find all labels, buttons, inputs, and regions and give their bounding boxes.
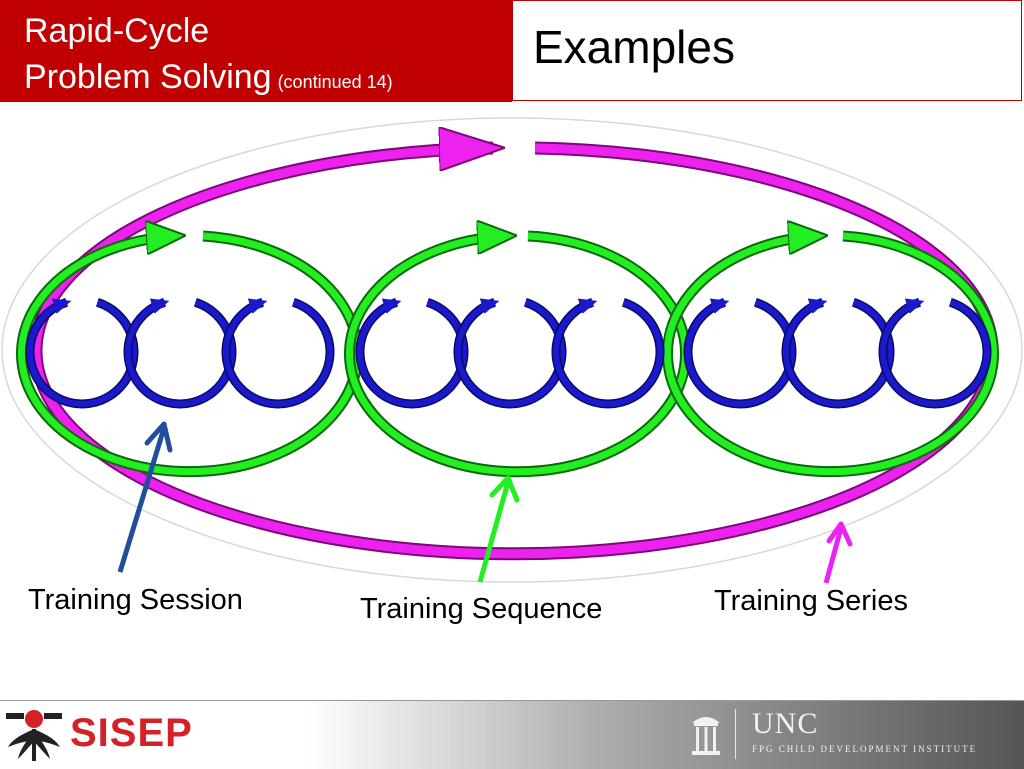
slide-title-line-2: Problem Solving(continued 14) bbox=[24, 58, 393, 101]
training-sequence-loop-2 bbox=[344, 236, 691, 478]
training-session-loop-2 bbox=[123, 298, 237, 409]
training-session-pointer bbox=[117, 421, 173, 573]
sisep-logo-text: SISEP bbox=[70, 711, 193, 755]
cycle-diagram bbox=[1, 117, 1023, 584]
label-training-session: Training Session bbox=[28, 584, 243, 616]
training-session-loop-4 bbox=[355, 298, 469, 409]
section-title-box: Examples bbox=[512, 0, 1022, 101]
training-session-loop-8 bbox=[781, 298, 895, 409]
training-session-loop-1 bbox=[25, 298, 139, 409]
sisep-logo-icon bbox=[4, 707, 64, 763]
section-title: Examples bbox=[533, 21, 735, 73]
training-session-loop-7 bbox=[683, 298, 797, 409]
slide-title-line-1: Rapid-Cycle bbox=[24, 12, 210, 50]
slide-title-main: Problem Solving bbox=[24, 58, 272, 96]
training-sequence-pointer bbox=[477, 475, 520, 583]
slide-title-block: Rapid-Cycle Problem Solving(continued 14… bbox=[0, 0, 512, 102]
training-session-loop-5 bbox=[453, 298, 567, 409]
training-series-pointer bbox=[823, 521, 853, 584]
unc-logo-text: UNC bbox=[752, 707, 819, 740]
label-training-sequence: Training Sequence bbox=[360, 593, 603, 625]
training-session-loops bbox=[25, 298, 992, 409]
training-sequence-loop-1 bbox=[16, 236, 363, 478]
training-session-loop-3 bbox=[221, 298, 335, 409]
diagram-outline-ellipse bbox=[1, 117, 1023, 583]
old-well-icon bbox=[692, 717, 720, 755]
training-session-loop-9 bbox=[878, 298, 992, 409]
slide-title-continued: (continued 14) bbox=[277, 72, 393, 92]
training-session-loop-6 bbox=[551, 298, 665, 409]
training-sequence-loop-3 bbox=[662, 236, 999, 478]
footer-logo-divider bbox=[735, 709, 736, 759]
footer-bar: SISEP UNC FPG CHILD DEVELOPMENT INSTITUT… bbox=[0, 700, 1024, 769]
label-training-series: Training Series bbox=[714, 585, 908, 617]
unc-logo-subtext: FPG CHILD DEVELOPMENT INSTITUTE bbox=[752, 744, 978, 754]
